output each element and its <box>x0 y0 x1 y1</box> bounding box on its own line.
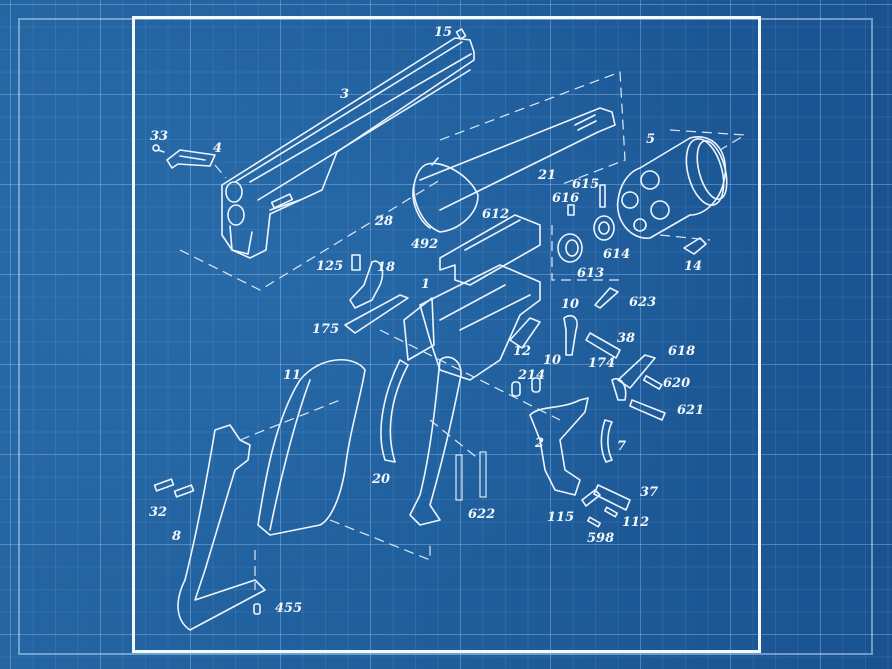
trigger-part <box>611 354 666 421</box>
hammer-part <box>529 397 589 496</box>
label-part-33: 33 <box>150 129 169 144</box>
hand-spring-7-part <box>600 419 613 463</box>
label-part-20: 20 <box>372 472 391 487</box>
label-part-28: 28 <box>375 214 394 229</box>
ratchet-parts <box>551 184 620 281</box>
label-part-615: 615 <box>572 177 600 192</box>
label-part-3: 3 <box>340 87 350 102</box>
label-part-175: 175 <box>312 322 340 337</box>
hand-part <box>509 317 541 349</box>
label-part-1: 1 <box>421 277 431 292</box>
nipple-part <box>683 237 707 255</box>
label-part-125: 125 <box>316 259 344 274</box>
label-part-5: 5 <box>646 132 656 147</box>
label-part-7: 7 <box>617 439 627 454</box>
recoil-shield-part <box>412 157 479 233</box>
screws-622 <box>455 451 487 501</box>
label-part-18: 18 <box>377 260 396 275</box>
label-part-15: 15 <box>434 25 453 40</box>
spring-part <box>349 254 384 309</box>
outer-frame <box>18 18 873 655</box>
label-part-38: 38 <box>617 331 636 346</box>
label-part-14: 14 <box>684 259 703 274</box>
label-part-21: 21 <box>538 168 557 183</box>
label-part-598: 598 <box>587 531 615 546</box>
screws-214 <box>511 377 541 397</box>
label-part-112: 112 <box>622 515 650 530</box>
label-part-492: 492 <box>411 237 439 252</box>
label-part-616: 616 <box>552 191 580 206</box>
label-part-618: 618 <box>668 344 696 359</box>
hammer-screws <box>581 484 631 528</box>
trigger-guard-part <box>409 356 462 526</box>
label-part-623: 623 <box>629 295 657 310</box>
label-part-10-bottom: 10 <box>543 353 562 368</box>
bolt-spring-part <box>344 294 409 334</box>
screw-455 <box>253 603 261 615</box>
label-part-612: 612 <box>482 207 510 222</box>
label-part-115: 115 <box>547 510 575 525</box>
label-part-12: 12 <box>513 344 532 359</box>
barrel-part <box>221 28 475 259</box>
label-part-4: 4 <box>213 141 223 156</box>
latch-part <box>152 144 216 169</box>
label-part-214: 214 <box>518 368 546 383</box>
bolt-part <box>563 314 621 359</box>
loading-lever-part <box>419 71 626 211</box>
screws-32 <box>153 478 195 498</box>
label-part-621: 621 <box>677 403 705 418</box>
label-part-174: 174 <box>588 356 616 371</box>
guard-plate-20-part <box>380 359 409 463</box>
label-part-613: 613 <box>577 266 605 281</box>
label-part-11: 11 <box>283 368 302 383</box>
backstrap-part <box>177 424 266 631</box>
frame-part <box>419 214 541 381</box>
label-part-622: 622 <box>468 507 496 522</box>
grip-panel-part <box>257 359 366 536</box>
label-part-455: 455 <box>275 601 303 616</box>
spring-623-part <box>594 287 619 309</box>
label-part-620: 620 <box>663 376 691 391</box>
side-plate-part <box>403 297 435 361</box>
label-part-32: 32 <box>149 505 168 520</box>
label-part-10-top: 10 <box>561 297 580 312</box>
label-part-37: 37 <box>640 485 659 500</box>
cylinder-part <box>616 129 747 241</box>
label-part-614: 614 <box>603 247 631 262</box>
label-part-2: 2 <box>535 436 545 451</box>
inner-frame <box>132 16 761 653</box>
label-part-8: 8 <box>172 529 182 544</box>
